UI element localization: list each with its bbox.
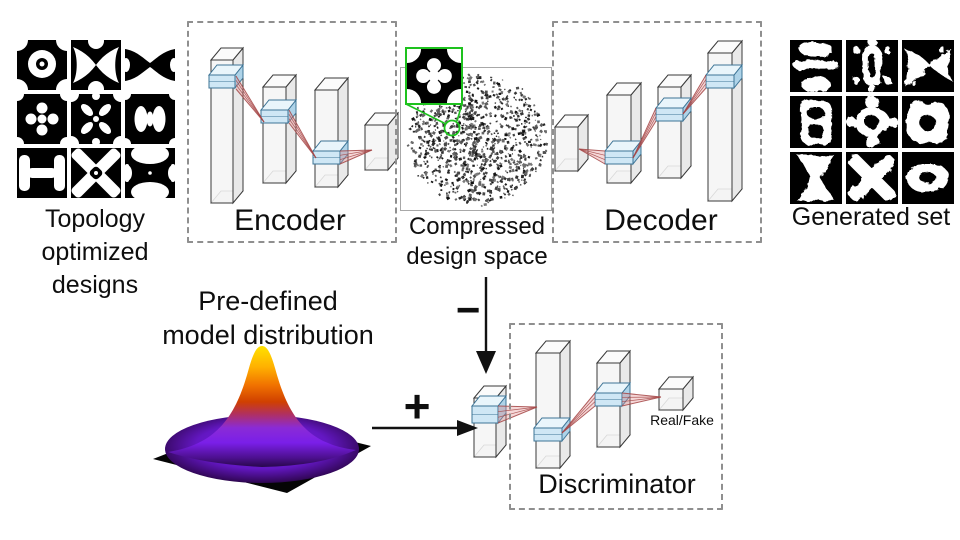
topology-label-line2: optimized (41, 238, 149, 266)
latent-space-box (400, 67, 552, 211)
design-thumbnail (125, 40, 175, 90)
design-shape-icon (125, 94, 175, 144)
design-thumbnail (790, 40, 842, 92)
design-thumbnail (790, 96, 842, 148)
decoder-box (552, 21, 762, 243)
design-shape-icon (17, 40, 67, 90)
design-thumbnail (17, 94, 67, 144)
distribution-label-line1: Pre-defined (198, 286, 338, 316)
design-thumbnail (71, 148, 121, 198)
distribution-label-line2: model distribution (162, 320, 374, 350)
design-thumbnail (125, 148, 175, 198)
compressed-label-line2: design space (406, 243, 548, 270)
decoder-label: Decoder (604, 204, 718, 237)
design-shape-icon (800, 100, 832, 145)
design-thumbnail (846, 96, 898, 148)
topology-design-grid (17, 40, 175, 198)
design-thumbnail (846, 152, 898, 204)
design-thumbnail (17, 40, 67, 90)
design-shape-icon (907, 164, 949, 192)
compressed-label: Compressed design space (406, 212, 547, 272)
generated-design-grid (790, 40, 954, 204)
topology-label-line3: designs (51, 271, 139, 299)
design-shape-icon (125, 40, 175, 90)
encoder-box (187, 21, 397, 243)
generated-label: Generated set (791, 203, 951, 231)
design-thumbnail (846, 40, 898, 92)
inset-callout-lines (405, 103, 463, 137)
design-shape-icon (17, 94, 67, 144)
design-shape-icon (797, 155, 835, 201)
design-shape-icon (848, 154, 896, 202)
network-layers (207, 39, 744, 470)
topology-label: Topology optimized designs (42, 203, 149, 302)
design-shape-icon (73, 40, 119, 90)
flow-arrows (372, 277, 496, 436)
design-thumbnail (902, 152, 954, 204)
gaussian-surface (153, 346, 371, 493)
design-shape-icon (19, 155, 65, 191)
design-thumbnail (71, 94, 121, 144)
design-shape-icon (125, 148, 175, 198)
design-thumbnail (790, 152, 842, 204)
design-shape-icon (846, 96, 898, 148)
plus-operator: + (403, 380, 431, 432)
design-shape-icon (904, 46, 953, 87)
real-fake-label: Real/Fake (650, 412, 714, 428)
design-thumbnail (71, 40, 121, 90)
inset-design-icon (407, 49, 461, 103)
minus-operator: − (455, 286, 481, 333)
latent-zoom-inset (405, 47, 463, 105)
design-thumbnail (902, 96, 954, 148)
discriminator-box (509, 323, 723, 510)
design-shape-icon (793, 41, 839, 92)
compressed-label-line1: Compressed (408, 213, 546, 240)
design-shape-icon (907, 96, 949, 143)
design-shape-icon (852, 40, 892, 92)
design-thumbnail (125, 94, 175, 144)
discriminator-label: Discriminator (538, 469, 696, 499)
encoder-label: Encoder (234, 204, 346, 237)
distribution-label: Pre-defined model distribution (162, 284, 374, 352)
design-thumbnail (902, 40, 954, 92)
design-thumbnail (17, 148, 67, 198)
design-shape-icon (71, 148, 121, 198)
topology-label-line1: Topology (44, 205, 146, 233)
design-shape-icon (71, 94, 121, 144)
